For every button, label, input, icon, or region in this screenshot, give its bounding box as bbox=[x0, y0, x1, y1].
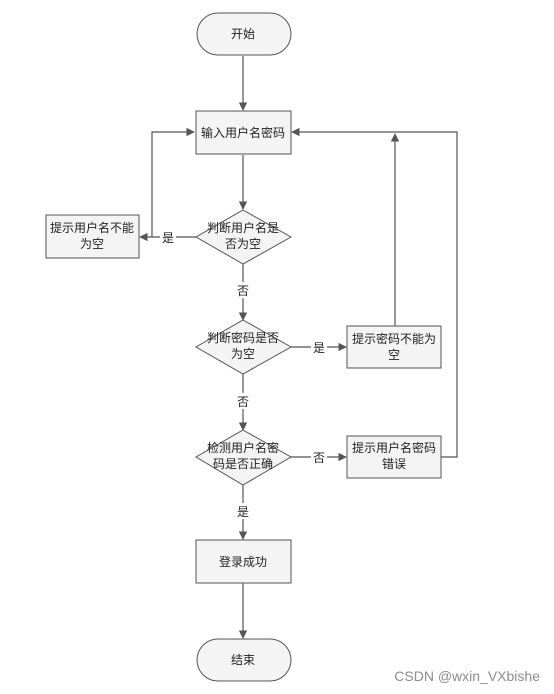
node-end-label: 结束 bbox=[231, 653, 255, 667]
edge-label-pass-yes: 是 bbox=[313, 341, 325, 355]
node-check-pass-line1: 判断密码是否 bbox=[207, 330, 279, 345]
node-input bbox=[195, 110, 292, 155]
node-tip-pass-empty-line2: 空 bbox=[388, 348, 400, 362]
node-tip-user-empty-line2: 为空 bbox=[80, 237, 104, 251]
node-tip-wrong-line2: 错误 bbox=[382, 457, 406, 471]
node-end bbox=[196, 638, 292, 682]
node-success bbox=[195, 539, 292, 584]
node-verify bbox=[195, 429, 293, 486]
node-check-user-line1: 判断用户名是 bbox=[207, 220, 279, 235]
node-check-pass-line2: 为空 bbox=[231, 347, 255, 361]
node-check-user-line2: 否为空 bbox=[225, 237, 261, 251]
edge-label-user-yes: 是 bbox=[162, 231, 174, 245]
node-start bbox=[196, 12, 292, 56]
edge-label-verify-yes: 是 bbox=[237, 505, 249, 519]
node-tip-user-empty bbox=[45, 214, 140, 259]
node-start-label: 开始 bbox=[231, 27, 255, 41]
edge-label-pass-no: 否 bbox=[237, 395, 249, 409]
edge-tipwrong-input bbox=[291, 127, 458, 458]
node-tip-user-empty-line1: 提示用户名不能 bbox=[50, 220, 134, 235]
node-verify-line2: 码是否正确 bbox=[213, 457, 273, 471]
edge-label-verify-no: 否 bbox=[313, 451, 325, 465]
node-tip-pass-empty-line1: 提示密码不能为 bbox=[352, 331, 436, 346]
node-tip-wrong-line1: 提示用户名密码 bbox=[352, 440, 436, 455]
node-input-label: 输入用户名密码 bbox=[201, 125, 285, 140]
edge-label-user-no: 否 bbox=[237, 284, 249, 298]
node-tip-pass-empty bbox=[346, 325, 442, 369]
node-check-pass bbox=[194, 319, 293, 375]
node-success-label: 登录成功 bbox=[219, 554, 267, 569]
watermark: CSDN @wxin_VXbishe bbox=[394, 668, 540, 684]
node-verify-line1: 检测用户名密 bbox=[207, 440, 279, 455]
node-tip-wrong bbox=[346, 435, 442, 479]
edge-tipuser-input bbox=[151, 127, 195, 237]
node-check-user bbox=[194, 209, 293, 265]
